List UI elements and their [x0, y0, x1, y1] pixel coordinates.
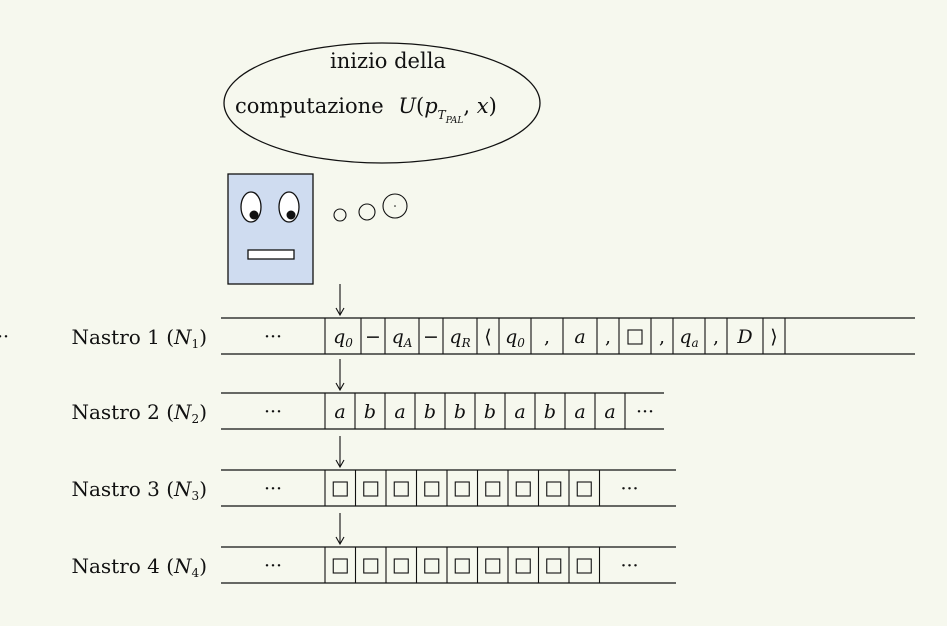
thought-bubble: inizio della computazione U(pTPAL, x) [223, 42, 541, 164]
tape-3: Nastro 3 (N3) ··· ··· [71, 436, 676, 507]
robot-head [227, 173, 314, 285]
tape-cell: q0 [505, 326, 525, 350]
blank-symbol [515, 558, 531, 574]
bubble-line-2-prefix: computazione [235, 94, 384, 118]
tape-label-2: Nastro 2 (N2) [71, 400, 207, 426]
tape-cell: qa [679, 326, 698, 350]
bubble-line-1: inizio della [330, 49, 446, 73]
tape-label-4: Nastro 4 (N4) [71, 554, 207, 580]
bubble-ellipse [223, 42, 541, 164]
blank-symbol [332, 481, 348, 497]
tape-cell: a [334, 401, 345, 423]
tape-left-ellipsis: ··· [264, 478, 282, 500]
left-pupil [249, 210, 259, 220]
blank-symbol [576, 481, 592, 497]
formula-fn: U [398, 94, 417, 118]
blank-symbol [363, 481, 379, 497]
tape-cell: ⟩ [770, 326, 777, 348]
tape-cell: b [544, 401, 556, 423]
head-arrow-tip-4 [335, 536, 345, 546]
blank-symbol [393, 558, 409, 574]
tape-right-ellipsis: ··· [636, 401, 654, 423]
blank-symbol [576, 558, 592, 574]
tape-cell: qR [449, 326, 470, 350]
tape-cell: , [659, 326, 665, 348]
blank-symbol [627, 329, 643, 345]
head-arrow-tip-3 [335, 459, 345, 469]
tape-cell: a [604, 401, 615, 423]
tape-1: Nastro 1 (N1)···q0−qA−qR⟨q0,a,,qa,D⟩··· [0, 284, 915, 355]
blank-symbol [363, 558, 379, 574]
tape-left-ellipsis: ··· [264, 326, 282, 348]
tape-4: Nastro 4 (N4) ··· ··· [71, 513, 676, 584]
blank-symbol [485, 481, 501, 497]
blank-symbol [546, 481, 562, 497]
tape-right-ellipsis: ··· [620, 478, 638, 500]
tape-right-ellipsis: ··· [620, 555, 638, 577]
head-arrow-tip-2 [335, 382, 345, 392]
tape-cell: − [365, 326, 381, 348]
thought-dots [333, 193, 408, 222]
head-arrow-tip-1 [335, 307, 345, 317]
blank-symbol [424, 481, 440, 497]
blank-symbol [332, 558, 348, 574]
tape-cell: a [574, 401, 585, 423]
tape-cell: b [484, 401, 496, 423]
blank-symbol [485, 558, 501, 574]
robot-mouth [247, 249, 295, 260]
thought-dot-center [394, 205, 396, 207]
tape-right-ellipsis: ··· [0, 326, 9, 348]
blank-symbol [454, 481, 470, 497]
bubble-line-2: computazione U(pTPAL, x) [235, 94, 497, 126]
tape-cell: − [423, 326, 439, 348]
tape-cell: , [713, 326, 719, 348]
tape-cell: , [544, 326, 550, 348]
tape-cell: ⟨ [484, 326, 491, 348]
tape-cell: q0 [333, 326, 353, 350]
tape-cell: a [574, 326, 585, 348]
tape-cell: b [424, 401, 436, 423]
tape-cell: a [514, 401, 525, 423]
tape-cell: a [394, 401, 405, 423]
blank-symbol [424, 558, 440, 574]
tape-cell: D [736, 326, 752, 348]
tape-cell: b [364, 401, 376, 423]
robot-face [227, 173, 314, 285]
tape-label-3: Nastro 3 (N3) [71, 477, 207, 503]
right-pupil [286, 210, 296, 220]
tape-cell: qA [392, 326, 413, 350]
thought-dot-medium [358, 203, 376, 221]
formula-arg-symbol: p [424, 94, 437, 118]
formula-arg-sub: T [438, 108, 447, 122]
thought-dot-small [333, 208, 347, 222]
blank-symbol [515, 481, 531, 497]
formula-arg-subsub: PAL [445, 116, 464, 126]
blank-symbol [393, 481, 409, 497]
tape-left-ellipsis: ··· [264, 555, 282, 577]
thought-dot-large [382, 193, 408, 219]
tapes: Nastro 1 (N1)···q0−qA−qR⟨q0,a,,qa,D⟩···N… [0, 284, 915, 584]
tape-left-ellipsis: ··· [264, 401, 282, 423]
tape-label-1: Nastro 1 (N1) [71, 325, 207, 351]
blank-symbol [454, 558, 470, 574]
tape-cell: b [454, 401, 466, 423]
blank-symbol [546, 558, 562, 574]
tape-cell: , [605, 326, 611, 348]
formula-x: x [477, 94, 489, 118]
